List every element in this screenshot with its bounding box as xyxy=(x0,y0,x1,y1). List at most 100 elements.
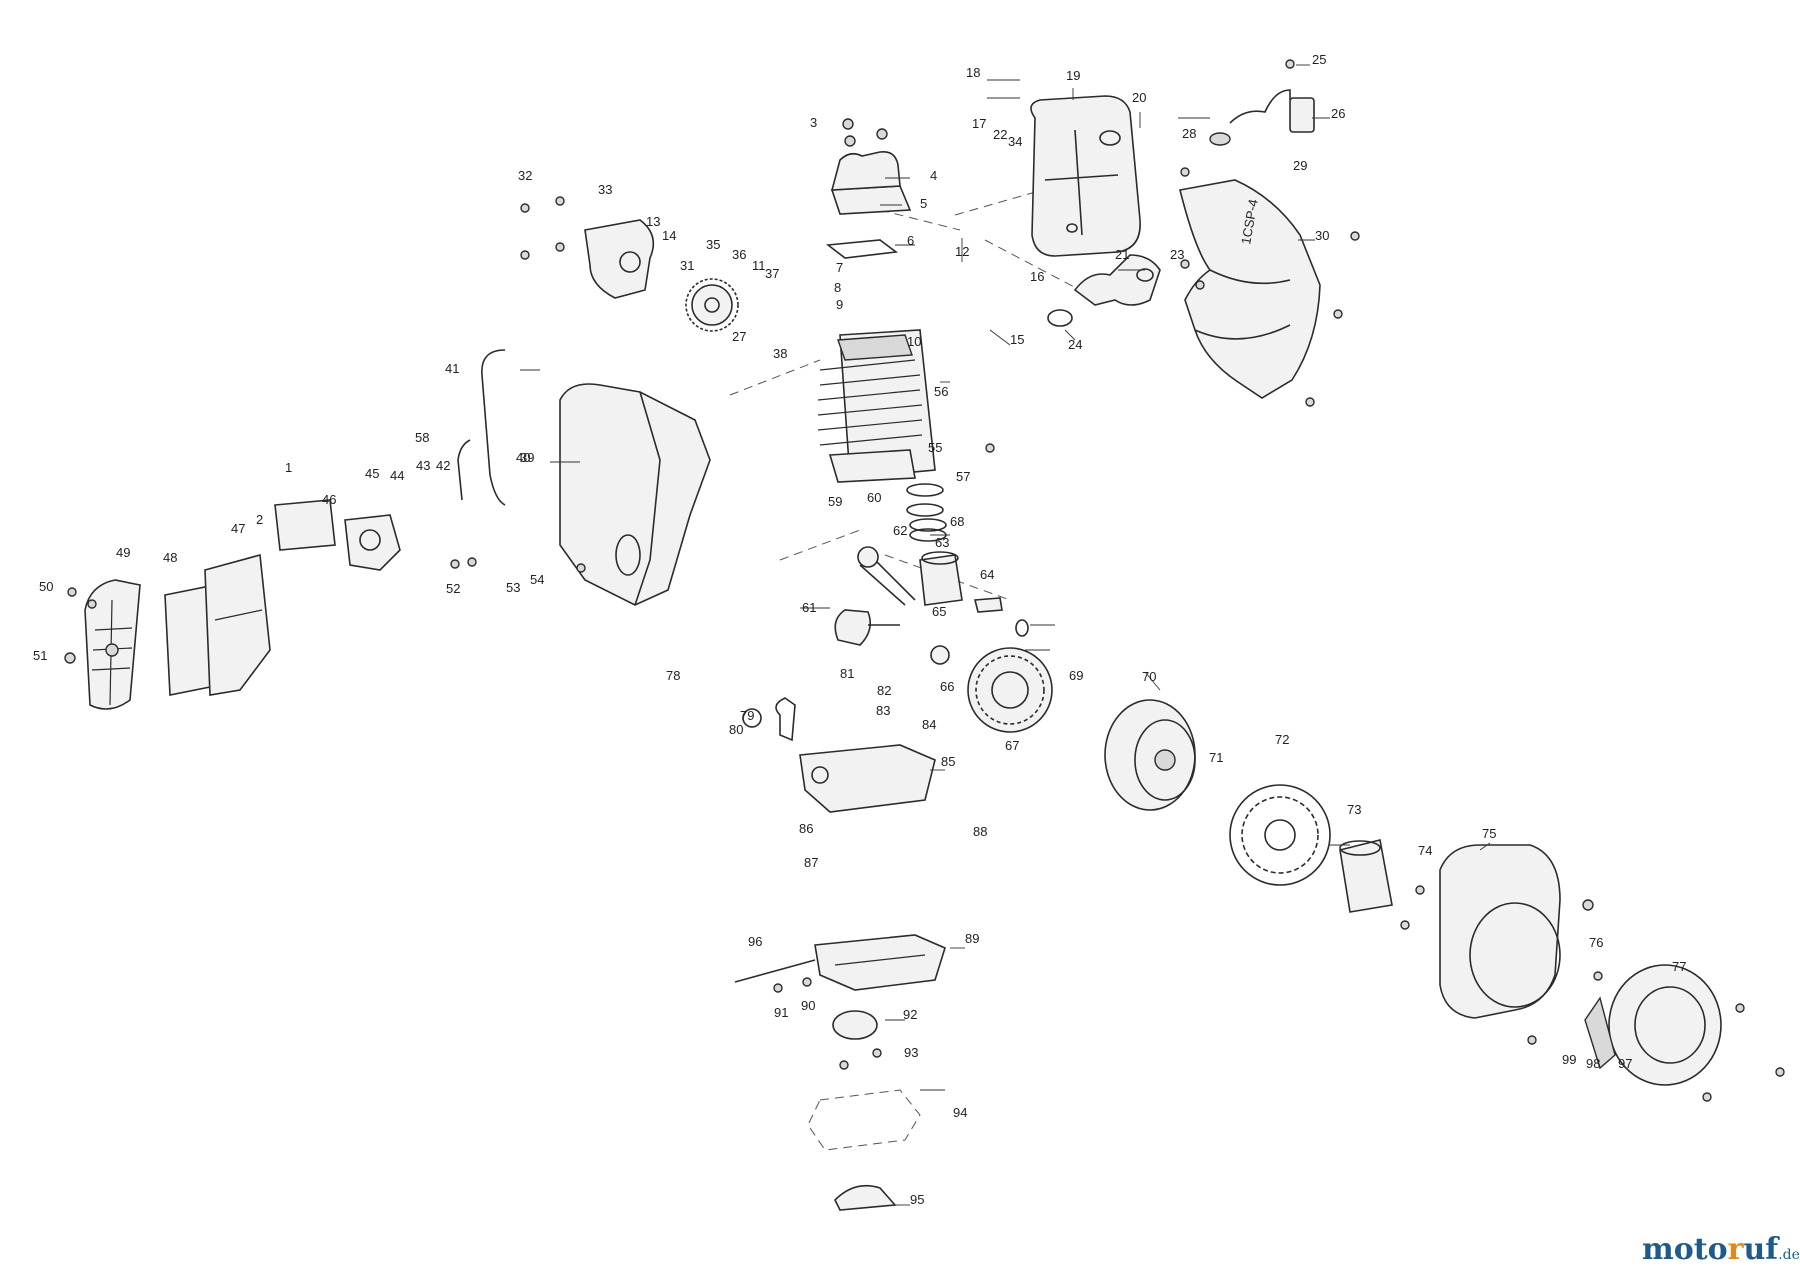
callout-66: 66 xyxy=(940,679,955,694)
callout-22: 22 xyxy=(993,127,1008,142)
callout-10: 10 xyxy=(907,334,922,349)
callout-18: 18 xyxy=(966,65,981,80)
piston xyxy=(919,551,1029,637)
callout-39: 39 xyxy=(520,450,535,465)
callout-94: 94 xyxy=(953,1105,968,1120)
callout-74: 74 xyxy=(1418,843,1433,858)
starter-pulley xyxy=(1339,839,1393,913)
callout-16: 16 xyxy=(1030,269,1045,284)
callout-12: 12 xyxy=(955,244,970,259)
callout-33: 33 xyxy=(598,182,613,197)
crankshaft xyxy=(834,546,950,665)
callout-38: 38 xyxy=(773,346,788,361)
callout-53: 53 xyxy=(506,580,521,595)
cylinder-block xyxy=(817,329,936,483)
muffler xyxy=(1030,95,1141,257)
callout-14: 14 xyxy=(662,228,677,243)
leader-lines xyxy=(520,64,1491,1206)
air-filter-assembly xyxy=(84,553,271,710)
piston-rings xyxy=(906,483,947,542)
callout-45: 45 xyxy=(365,466,380,481)
fuel-line xyxy=(457,349,506,506)
callout-99: 99 xyxy=(1562,1052,1577,1067)
callout-84: 84 xyxy=(922,717,937,732)
callout-30: 30 xyxy=(1315,228,1330,243)
callout-92: 92 xyxy=(903,1007,918,1022)
callout-3: 3 xyxy=(810,115,818,130)
hardware xyxy=(64,59,1785,1102)
callout-96: 96 xyxy=(748,934,763,949)
callout-63: 63 xyxy=(935,535,950,550)
recoil-housing xyxy=(1439,844,1561,1019)
callout-8: 8 xyxy=(834,280,842,295)
callout-89: 89 xyxy=(965,931,980,946)
callout-48: 48 xyxy=(163,550,178,565)
callout-58: 58 xyxy=(415,430,430,445)
callout-2: 2 xyxy=(256,512,264,527)
callout-81: 81 xyxy=(840,666,855,681)
callout-1: 1 xyxy=(285,460,293,475)
callout-9: 9 xyxy=(836,297,844,312)
callout-34: 34 xyxy=(1008,134,1023,149)
callout-52: 52 xyxy=(446,581,461,596)
callout-55: 55 xyxy=(928,440,943,455)
callout-26: 26 xyxy=(1331,106,1346,121)
callout-67: 67 xyxy=(1005,738,1020,753)
callout-71: 71 xyxy=(1209,750,1224,765)
watermark-tld: .de xyxy=(1778,1247,1800,1263)
fan-housing xyxy=(559,383,711,606)
callout-73: 73 xyxy=(1347,802,1362,817)
callout-72: 72 xyxy=(1275,732,1290,747)
callout-64: 64 xyxy=(980,567,995,582)
callout-68: 68 xyxy=(950,514,965,529)
callout-77: 77 xyxy=(1672,959,1687,974)
callout-69: 69 xyxy=(1069,668,1084,683)
callout-27: 27 xyxy=(732,329,747,344)
recoil-starter xyxy=(1584,964,1722,1086)
callout-4: 4 xyxy=(930,168,938,183)
callout-17: 17 xyxy=(972,116,987,131)
callout-95: 95 xyxy=(910,1192,925,1207)
callout-46: 46 xyxy=(322,492,337,507)
callout-29: 29 xyxy=(1293,158,1308,173)
watermark-part-b: r xyxy=(1727,1232,1744,1267)
callout-42: 42 xyxy=(436,458,451,473)
callout-62: 62 xyxy=(893,523,908,538)
callout-82: 82 xyxy=(877,683,892,698)
callout-40: 40 xyxy=(516,450,531,465)
callout-37: 37 xyxy=(765,266,780,281)
callout-13: 13 xyxy=(646,214,661,229)
callout-15: 15 xyxy=(1010,332,1025,347)
callout-75: 75 xyxy=(1482,826,1497,841)
motoruf-watermark: motoruf.de xyxy=(1642,1232,1800,1267)
ignition-coil xyxy=(1209,89,1315,146)
callout-7: 7 xyxy=(836,260,844,275)
callout-50: 50 xyxy=(39,579,54,594)
callout-56: 56 xyxy=(934,384,949,399)
callout-97: 97 xyxy=(1618,1056,1633,1071)
flywheel xyxy=(1104,699,1196,811)
callout-11: 11 xyxy=(752,258,766,273)
callout-59: 59 xyxy=(828,494,843,509)
callout-88: 88 xyxy=(973,824,988,839)
callout-54: 54 xyxy=(530,572,545,587)
callout-44: 44 xyxy=(390,468,405,483)
callout-5: 5 xyxy=(920,196,928,211)
callout-83: 83 xyxy=(876,703,891,718)
callout-60: 60 xyxy=(867,490,882,505)
callout-93: 93 xyxy=(904,1045,919,1060)
callout-61: 61 xyxy=(802,600,817,615)
callout-51: 51 xyxy=(33,648,48,663)
callout-65: 65 xyxy=(932,604,947,619)
carburetor xyxy=(274,499,401,571)
callout-78: 78 xyxy=(666,668,681,683)
callout-6: 6 xyxy=(907,233,915,248)
callout-70: 70 xyxy=(1142,669,1157,684)
crankcase xyxy=(742,697,936,813)
watermark-part-a: moto xyxy=(1642,1232,1728,1267)
callout-24: 24 xyxy=(1068,337,1083,352)
callout-76: 76 xyxy=(1589,935,1604,950)
callout-28: 28 xyxy=(1182,126,1197,141)
gear-cover xyxy=(584,219,655,299)
